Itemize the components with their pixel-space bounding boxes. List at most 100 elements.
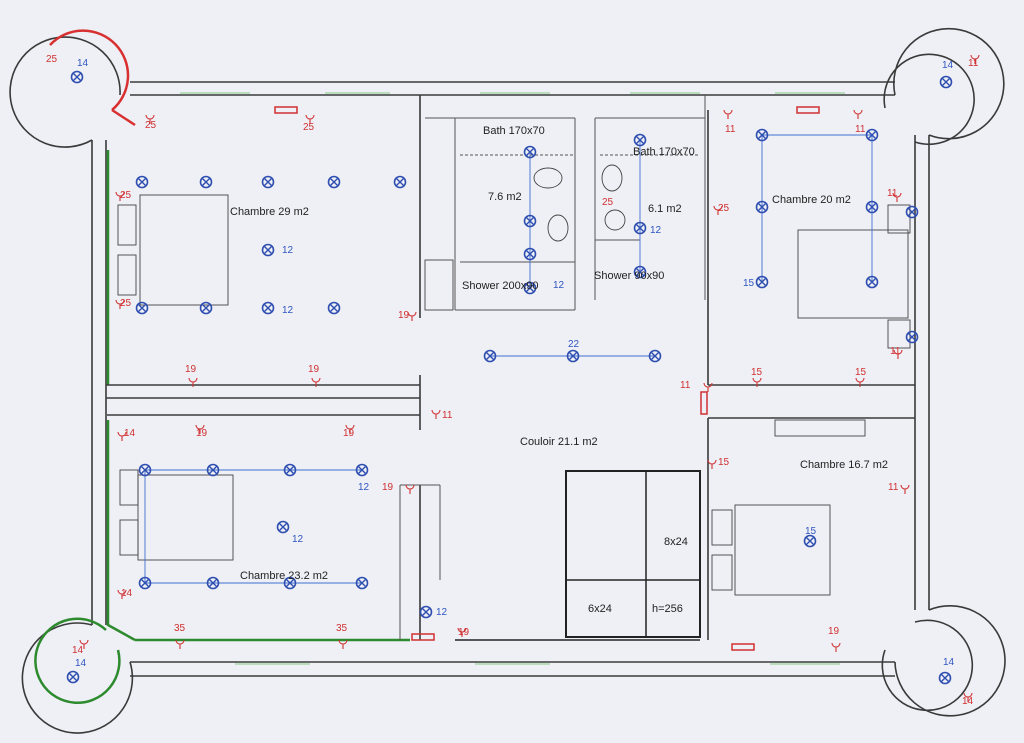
label-bedroom-16: Chambre 16.7 m2 xyxy=(800,459,888,471)
outlet-icon xyxy=(195,424,205,434)
label-bedroom-23: Chambre 23.2 m2 xyxy=(240,570,328,582)
ceiling-light-icon xyxy=(206,576,220,590)
outlet-icon xyxy=(117,589,127,599)
outlet-icon xyxy=(145,114,155,124)
ceiling-light-icon xyxy=(327,301,341,315)
label-corridor: Couloir 21.1 m2 xyxy=(520,436,598,448)
red-n-31: 19 xyxy=(828,626,840,637)
outlet-icon xyxy=(855,377,865,387)
ceiling-light-icon xyxy=(261,301,275,315)
outlet-icon xyxy=(311,377,321,387)
red-n-23: 14 xyxy=(72,645,84,656)
red-n-16: 19 xyxy=(196,428,208,439)
ceiling-light-icon xyxy=(566,349,580,363)
ceiling-light-icon xyxy=(355,463,369,477)
ceiling-light-icon xyxy=(633,133,647,147)
ceiling-light-icon xyxy=(138,463,152,477)
label-shower2: Shower 90x90 xyxy=(594,270,664,282)
outlet-icon xyxy=(963,692,973,702)
ceiling-light-icon xyxy=(523,281,537,295)
outlet-icon xyxy=(752,377,762,387)
heaters xyxy=(274,106,820,651)
red-n-5: 25 xyxy=(602,197,614,208)
ceiling-light-icon xyxy=(206,463,220,477)
ceiling-light-icon xyxy=(261,243,275,257)
outlet-icon xyxy=(175,639,185,649)
outlet-icon xyxy=(115,299,125,309)
red-n-4: 25 xyxy=(120,298,132,309)
red-n-12: 11 xyxy=(680,380,691,391)
outlet-icon xyxy=(970,54,980,64)
blue-n-5: 12 xyxy=(282,305,294,316)
red-n-10: 11 xyxy=(887,188,898,199)
blue-n-12: 22 xyxy=(568,339,580,350)
red-n-13: 11 xyxy=(442,410,453,421)
ceiling-light-icon xyxy=(905,330,919,344)
ceiling-light-icon xyxy=(633,265,647,279)
outlet-icon xyxy=(703,382,713,392)
ceiling-light-icon xyxy=(755,275,769,289)
ceiling-light-icon xyxy=(199,175,213,189)
outlet-icon xyxy=(79,639,89,649)
ceiling-light-icon xyxy=(419,605,433,619)
outlet-icon xyxy=(713,205,723,215)
red-n-27: 15 xyxy=(751,367,763,378)
ceiling-light-icon xyxy=(865,275,879,289)
outlet-icon xyxy=(338,639,348,649)
ceiling-light-icon xyxy=(523,145,537,159)
label-stair-b: 6x24 xyxy=(588,603,612,615)
ceiling-light-icon xyxy=(355,576,369,590)
outlet-icon xyxy=(893,349,903,359)
red-n-22: 14 xyxy=(121,588,133,599)
red-n-15: 19 xyxy=(308,364,320,375)
blue-n-10: 15 xyxy=(743,278,755,289)
label-bath1-area: 7.6 m2 xyxy=(488,191,522,203)
red-n-0: 25 xyxy=(46,54,58,65)
ceiling-light-icon xyxy=(523,247,537,261)
blue-n-8: 12 xyxy=(553,280,565,291)
red-n-1: 25 xyxy=(145,120,157,131)
outlet-icon xyxy=(707,459,717,469)
red-n-18: 19 xyxy=(398,310,410,321)
ceiling-light-icon xyxy=(199,301,213,315)
label-stair-a: 8x24 xyxy=(664,536,688,548)
corner-towers xyxy=(9,27,1006,734)
room-labels: Chambre 29 m2 7.6 m2 6.1 m2 Bath 170x70 … xyxy=(230,125,888,615)
blue-n-11: 15 xyxy=(805,526,817,537)
red-n-3: 25 xyxy=(120,190,132,201)
ceiling-light-icon xyxy=(939,75,953,89)
interior-walls xyxy=(106,95,915,640)
outlet-icon xyxy=(407,311,417,321)
red-n-8: 11 xyxy=(855,124,866,135)
blue-n-0: 14 xyxy=(77,58,89,69)
ceiling-light-icon xyxy=(261,175,275,189)
blue-n-13: 12 xyxy=(436,607,448,618)
ceiling-light-icon xyxy=(755,128,769,142)
outer-walls xyxy=(91,81,930,677)
label-bath2-tub: Bath 170x70 xyxy=(633,146,695,158)
outlet-icon xyxy=(188,377,198,387)
ceiling-light-icon xyxy=(138,576,152,590)
ceiling-light-icon xyxy=(633,221,647,235)
label-bath1-tub: Bath 170x70 xyxy=(483,125,545,137)
outlet-icon xyxy=(345,424,355,434)
outlet-icon xyxy=(853,109,863,119)
shower2-text: Shower 90x90 xyxy=(594,270,664,282)
red-n-28: 15 xyxy=(855,367,867,378)
ceiling-light-icon xyxy=(938,671,952,685)
red-n-7: 11 xyxy=(725,124,736,135)
blue-n-1: 14 xyxy=(942,60,954,71)
shower1-text: Shower 200x90 xyxy=(462,280,538,292)
red-n-11: 11 xyxy=(890,346,901,357)
outlet-icon xyxy=(831,642,841,652)
red-n-26: 35 xyxy=(336,623,348,634)
outlet-icon xyxy=(305,114,315,124)
ceiling-light-icon xyxy=(66,670,80,684)
label-stair-c: h=256 xyxy=(652,603,683,615)
label-bedroom-29: Chambre 29 m2 xyxy=(230,206,309,218)
red-n-21: 14 xyxy=(124,428,136,439)
ceiling-light-icon xyxy=(803,534,817,548)
outlet-icon xyxy=(405,484,415,494)
ceiling-light-icon xyxy=(865,200,879,214)
